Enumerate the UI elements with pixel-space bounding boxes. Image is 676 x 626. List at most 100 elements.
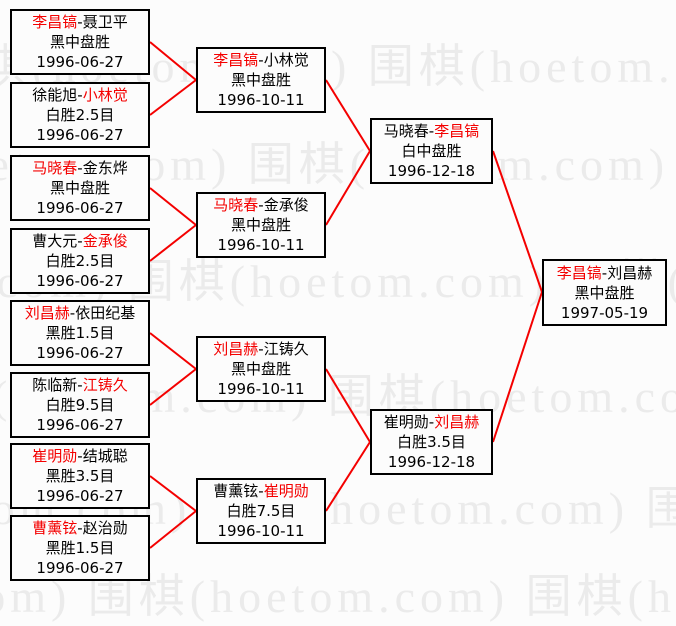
connector-line	[149, 368, 197, 406]
match-qf-2: 马晓春-金承俊 黑中盘胜 1996-10-11	[196, 192, 326, 258]
separator: -	[77, 519, 83, 537]
match-sf-1: 马晓春-李昌镐 白中盘胜 1996-12-18	[370, 118, 493, 184]
match-r16-2: 徐能旭-小林觉 白胜2.5目 1996-06-27	[10, 82, 150, 148]
match-result: 白中盘胜	[401, 142, 462, 160]
match-date: 1996-06-27	[36, 559, 124, 577]
connector-line	[325, 368, 371, 443]
winner-name: 刘昌赫	[213, 340, 259, 358]
match-r16-4: 曹大元-金承俊 白胜2.5目 1996-06-27	[10, 228, 150, 294]
bracket-connectors	[149, 41, 543, 549]
winner-name: 李昌镐	[434, 122, 480, 140]
connector-line	[492, 291, 543, 443]
separator: -	[69, 304, 76, 322]
winner-name: 金承俊	[82, 232, 128, 250]
match-date: 1996-06-27	[36, 53, 124, 71]
separator: -	[428, 122, 435, 140]
connector-lines	[149, 41, 543, 549]
connector-line	[149, 224, 197, 262]
match-players: 李昌镐-聂卫平	[32, 12, 127, 32]
loser-name: 曹薰铉	[213, 482, 259, 500]
match-players: 崔明勋-结城聪	[32, 446, 127, 466]
loser-name: 金承俊	[263, 196, 309, 214]
match-players: 曹薰铉-赵治勋	[32, 518, 127, 538]
match-date: 1996-12-18	[387, 162, 476, 180]
match-r16-5: 刘昌赫-依田纪基 黑胜1.5目 1996-06-27	[10, 300, 150, 366]
match-qf-4: 曹薰铉-崔明勋 白胜7.5目 1996-10-11	[196, 478, 326, 544]
match-players: 曹大元-金承俊	[32, 231, 127, 251]
match-result: 黑中盘胜	[49, 33, 110, 51]
match-r16-7: 崔明勋-结城聪 黑胜3.5目 1996-06-27	[10, 443, 150, 509]
winner-name: 小林觉	[82, 86, 128, 104]
separator: -	[258, 340, 264, 358]
match-qf-1: 李昌镐-小林觉 黑中盘胜 1996-10-11	[196, 47, 326, 113]
match-result: 黑胜1.5目	[45, 324, 115, 342]
match-date: 1996-10-11	[217, 522, 305, 540]
winner-name: 崔明勋	[263, 482, 309, 500]
winner-name: 马晓春	[32, 159, 78, 177]
separator: -	[258, 51, 264, 69]
loser-name: 刘昌赫	[607, 263, 653, 282]
separator: -	[77, 159, 83, 177]
match-result: 黑中盘胜	[49, 179, 110, 197]
match-date: 1996-06-27	[36, 199, 124, 217]
match-date: 1996-10-11	[217, 380, 305, 398]
match-date: 1996-10-11	[217, 236, 305, 254]
separator: -	[601, 263, 608, 282]
loser-name: 曹大元	[32, 232, 78, 250]
match-final: 李昌镐-刘昌赫 黑中盘胜 1997-05-19	[542, 259, 667, 326]
connector-line	[325, 79, 371, 152]
match-qf-3: 刘昌赫-江铸久 黑中盘胜 1996-10-11	[196, 336, 326, 402]
match-players: 崔明勋-刘昌赫	[384, 412, 479, 432]
loser-name: 赵治勋	[82, 519, 128, 537]
match-result: 黑中盘胜	[230, 71, 291, 89]
match-r16-3: 马晓春-金东烨 黑中盘胜 1996-06-27	[10, 155, 150, 221]
match-r16-1: 李昌镐-聂卫平 黑中盘胜 1996-06-27	[10, 9, 150, 75]
match-players: 马晓春-金承俊	[213, 195, 308, 215]
connector-line	[149, 332, 197, 370]
loser-name: 崔明勋	[383, 413, 429, 431]
separator: -	[77, 376, 83, 394]
match-date: 1996-10-11	[217, 91, 305, 109]
winner-name: 李昌镐	[32, 13, 78, 31]
connector-line	[325, 441, 371, 512]
match-result: 白胜3.5目	[397, 433, 466, 451]
loser-name: 陈临新	[32, 376, 78, 394]
match-date: 1996-06-27	[36, 416, 124, 434]
match-players: 李昌镐-小林觉	[213, 50, 308, 70]
match-result: 黑胜1.5目	[45, 539, 115, 557]
winner-name: 李昌镐	[556, 263, 602, 282]
connector-line	[149, 79, 197, 116]
match-r16-6: 陈临新-江铸久 白胜9.5目 1996-06-27	[10, 372, 150, 438]
loser-name: 小林觉	[263, 51, 309, 69]
match-result: 黑中盘胜	[230, 360, 291, 378]
loser-name: 聂卫平	[82, 13, 128, 31]
loser-name: 江铸久	[263, 340, 309, 358]
match-result: 白胜7.5目	[226, 502, 296, 520]
match-result: 白胜2.5目	[45, 106, 115, 124]
match-date: 1996-12-18	[387, 453, 476, 471]
separator: -	[428, 413, 435, 431]
winner-name: 江铸久	[82, 376, 128, 394]
match-result: 白胜2.5目	[45, 252, 115, 270]
match-players: 刘昌赫-依田纪基	[25, 303, 135, 323]
match-date: 1996-06-27	[36, 126, 124, 144]
loser-name: 徐能旭	[32, 86, 78, 104]
connector-line	[149, 475, 197, 512]
loser-name: 依田纪基	[75, 304, 136, 322]
winner-name: 刘昌赫	[434, 413, 480, 431]
match-players: 李昌镐-刘昌赫	[557, 263, 652, 283]
match-result: 黑中盘胜	[574, 283, 635, 302]
bracket-page: { "sep": "-", "watermark": { "unit": "围棋…	[0, 9, 676, 622]
loser-name: 马晓春	[383, 122, 429, 140]
match-players: 刘昌赫-江铸久	[213, 339, 308, 359]
match-players: 陈临新-江铸久	[32, 375, 127, 395]
match-players: 徐能旭-小林觉	[32, 85, 127, 105]
winner-name: 李昌镐	[213, 51, 259, 69]
match-result: 黑胜3.5目	[45, 467, 115, 485]
separator: -	[77, 86, 83, 104]
separator: -	[77, 447, 83, 465]
match-sf-2: 崔明勋-刘昌赫 白胜3.5目 1996-12-18	[370, 409, 493, 475]
connector-line	[492, 150, 543, 293]
connector-line	[149, 41, 197, 81]
separator: -	[77, 232, 83, 250]
